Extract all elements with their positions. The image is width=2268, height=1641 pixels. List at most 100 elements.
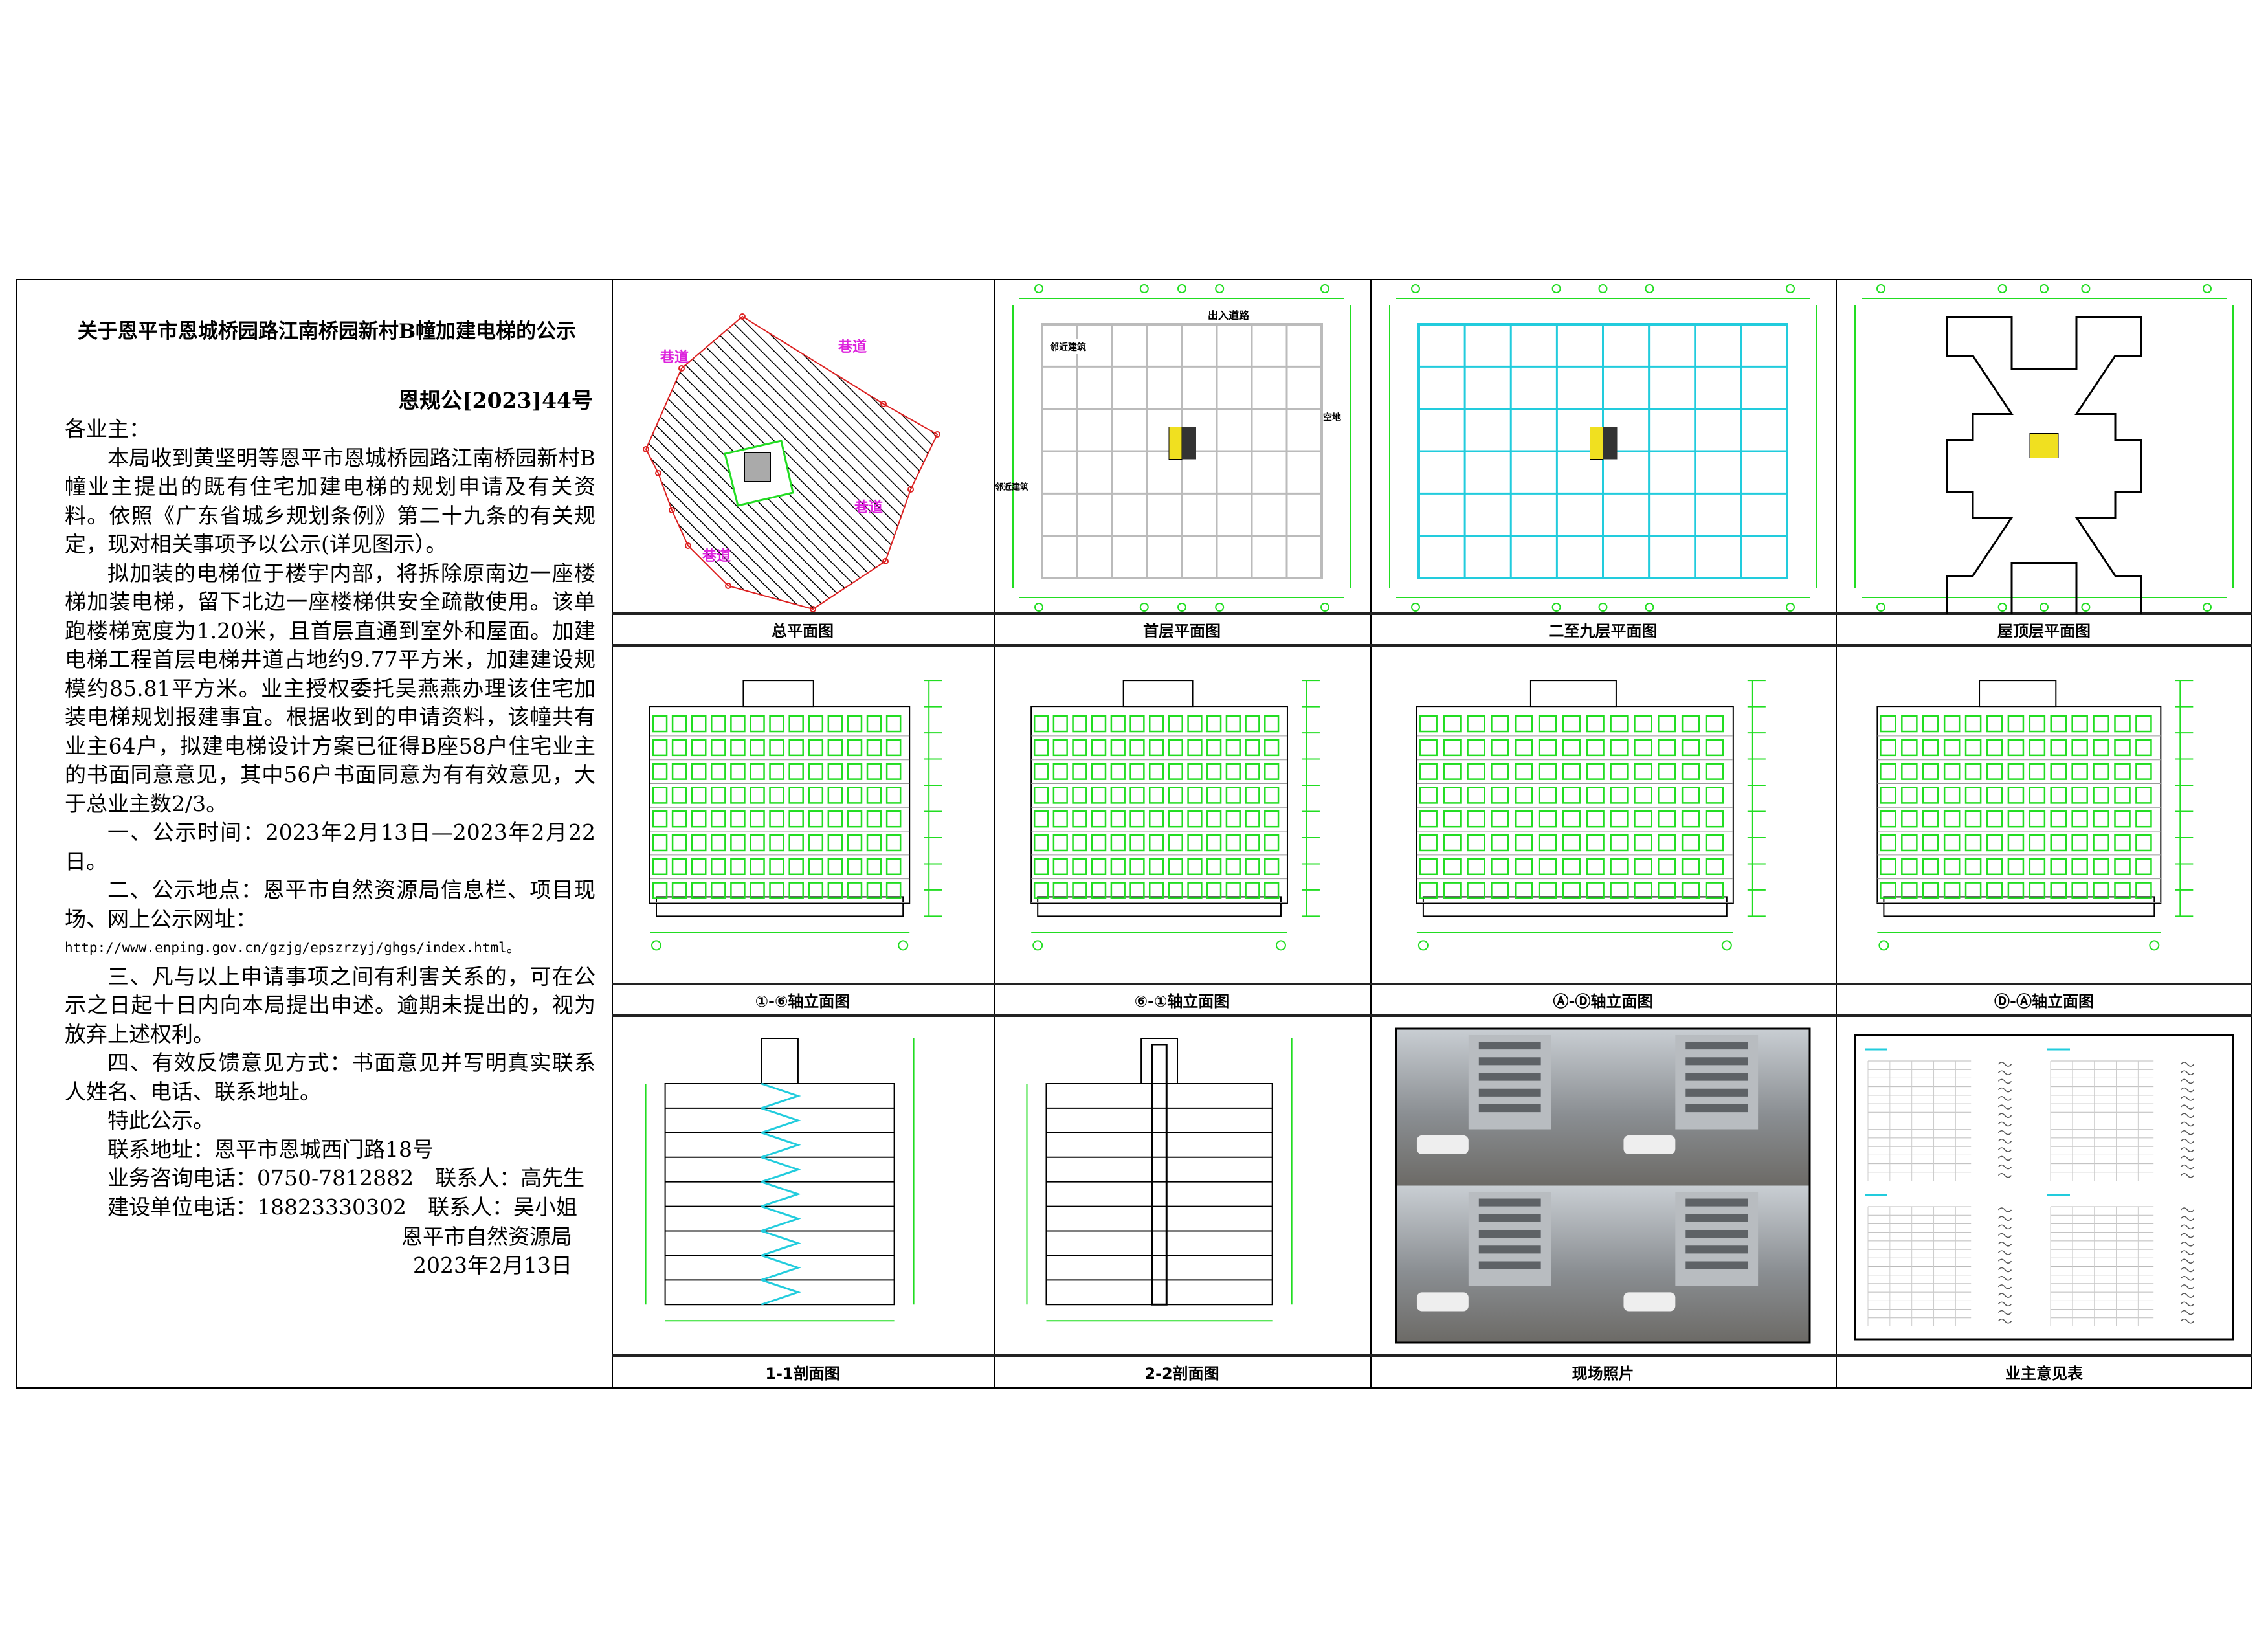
axis-marker: [2203, 603, 2212, 612]
window: [769, 739, 784, 757]
window: [1880, 810, 1896, 828]
window: [691, 882, 707, 899]
window: [1052, 810, 1068, 828]
window: [1052, 763, 1068, 780]
window: [1206, 834, 1222, 852]
photo-car: [1416, 1292, 1469, 1312]
window: [1419, 715, 1438, 733]
section-outline: [664, 1083, 895, 1306]
window: [1986, 882, 2003, 899]
panel-caption: 二至九层平面图: [1548, 622, 1658, 640]
owner-signature: [1997, 1216, 2012, 1221]
owner-signature: [1997, 1070, 2012, 1075]
column-divider: [994, 279, 995, 1389]
window: [2135, 787, 2152, 804]
owner-signature: [1997, 1284, 2012, 1289]
axis-marker: [1139, 603, 1149, 612]
window: [652, 834, 668, 852]
window: [2135, 858, 2152, 875]
window: [1206, 739, 1222, 757]
owner-signature: [2180, 1293, 2195, 1298]
window: [1467, 858, 1485, 875]
window: [1538, 787, 1557, 804]
window: [2114, 858, 2131, 875]
window: [2135, 882, 2152, 899]
window: [730, 882, 746, 899]
window: [808, 787, 824, 804]
window: [1148, 763, 1164, 780]
publicity-url-link[interactable]: http://www.enping.gov.cn/gzjg/epszrzyj/g…: [65, 940, 520, 955]
window: [1467, 882, 1485, 899]
ground-floor: [1037, 896, 1282, 917]
window: [1610, 882, 1629, 899]
drawing-panel-elevation: [994, 645, 1370, 984]
window: [1491, 787, 1509, 804]
owner-signature: [2180, 1242, 2195, 1247]
window: [1964, 739, 1982, 757]
window: [2071, 739, 2088, 757]
window: [866, 834, 882, 852]
owner-signature: [1997, 1173, 2012, 1178]
window: [2007, 787, 2025, 804]
stair-tower: [742, 680, 814, 708]
elevation-drawing: [649, 680, 942, 951]
window: [1091, 858, 1107, 875]
window: [671, 787, 687, 804]
window: [1880, 787, 1896, 804]
window: [1187, 810, 1203, 828]
window: [2071, 858, 2088, 875]
item-publicity-location: 二、公示地点：恩平市自然资源局信息栏、项目现场、网上公示网址：: [65, 877, 595, 932]
window: [1110, 715, 1126, 733]
window: [1681, 739, 1700, 757]
drawing-panel-photos: [1370, 1016, 1836, 1356]
axis-marker: [1320, 603, 1329, 612]
window: [691, 858, 707, 875]
owner-signature: [2180, 1173, 2195, 1178]
window: [2135, 834, 2152, 852]
window: [711, 858, 726, 875]
window: [1168, 763, 1183, 780]
window: [691, 834, 707, 852]
window: [1168, 834, 1183, 852]
window: [1658, 882, 1676, 899]
window: [1033, 834, 1049, 852]
closing-statement: 特此公示。: [107, 1108, 214, 1133]
notice-text: 关于恩平市恩城桥园路江南桥园新村B幢加建电梯的公示 恩规公[2023]44号 各…: [65, 304, 595, 1222]
window: [2071, 810, 2088, 828]
owner-signature: [2180, 1267, 2195, 1273]
window: [827, 763, 843, 780]
window: [1148, 882, 1164, 899]
elevator-shaft: [744, 452, 771, 482]
window: [1491, 810, 1509, 828]
photo-car: [1416, 1135, 1469, 1154]
owner-signature: [1997, 1139, 2012, 1144]
window: [750, 715, 765, 733]
window: [2093, 715, 2109, 733]
axis-marker: [1139, 284, 1149, 293]
window: [1467, 739, 1485, 757]
owner-signature: [2180, 1310, 2195, 1315]
window: [1681, 715, 1700, 733]
panel-caption: 1-1剖面图: [765, 1365, 840, 1383]
window: [885, 882, 902, 899]
drawing-panel-elevation: [612, 645, 994, 984]
axis-marker: [1598, 284, 1608, 293]
window: [1187, 834, 1203, 852]
window: [1206, 787, 1222, 804]
window: [1033, 739, 1049, 757]
window: [2029, 882, 2046, 899]
section-outline: [1045, 1083, 1273, 1306]
owner-signature: [2180, 1164, 2195, 1170]
owner-signature: [1997, 1275, 2012, 1281]
window: [1245, 882, 1260, 899]
window: [1943, 763, 1961, 780]
window: [1705, 810, 1724, 828]
window: [1052, 858, 1068, 875]
builder-phone: 建设单位电话：18823330302 联系人：吴小姐: [107, 1194, 577, 1220]
window: [1880, 763, 1896, 780]
window: [1562, 715, 1581, 733]
boundary-point-marker: [880, 401, 887, 407]
item-feedback-method: 四、有效反馈意见方式：书面意见并写明真实联系人姓名、电话、联系地址。: [65, 1050, 595, 1104]
window: [1515, 882, 1533, 899]
